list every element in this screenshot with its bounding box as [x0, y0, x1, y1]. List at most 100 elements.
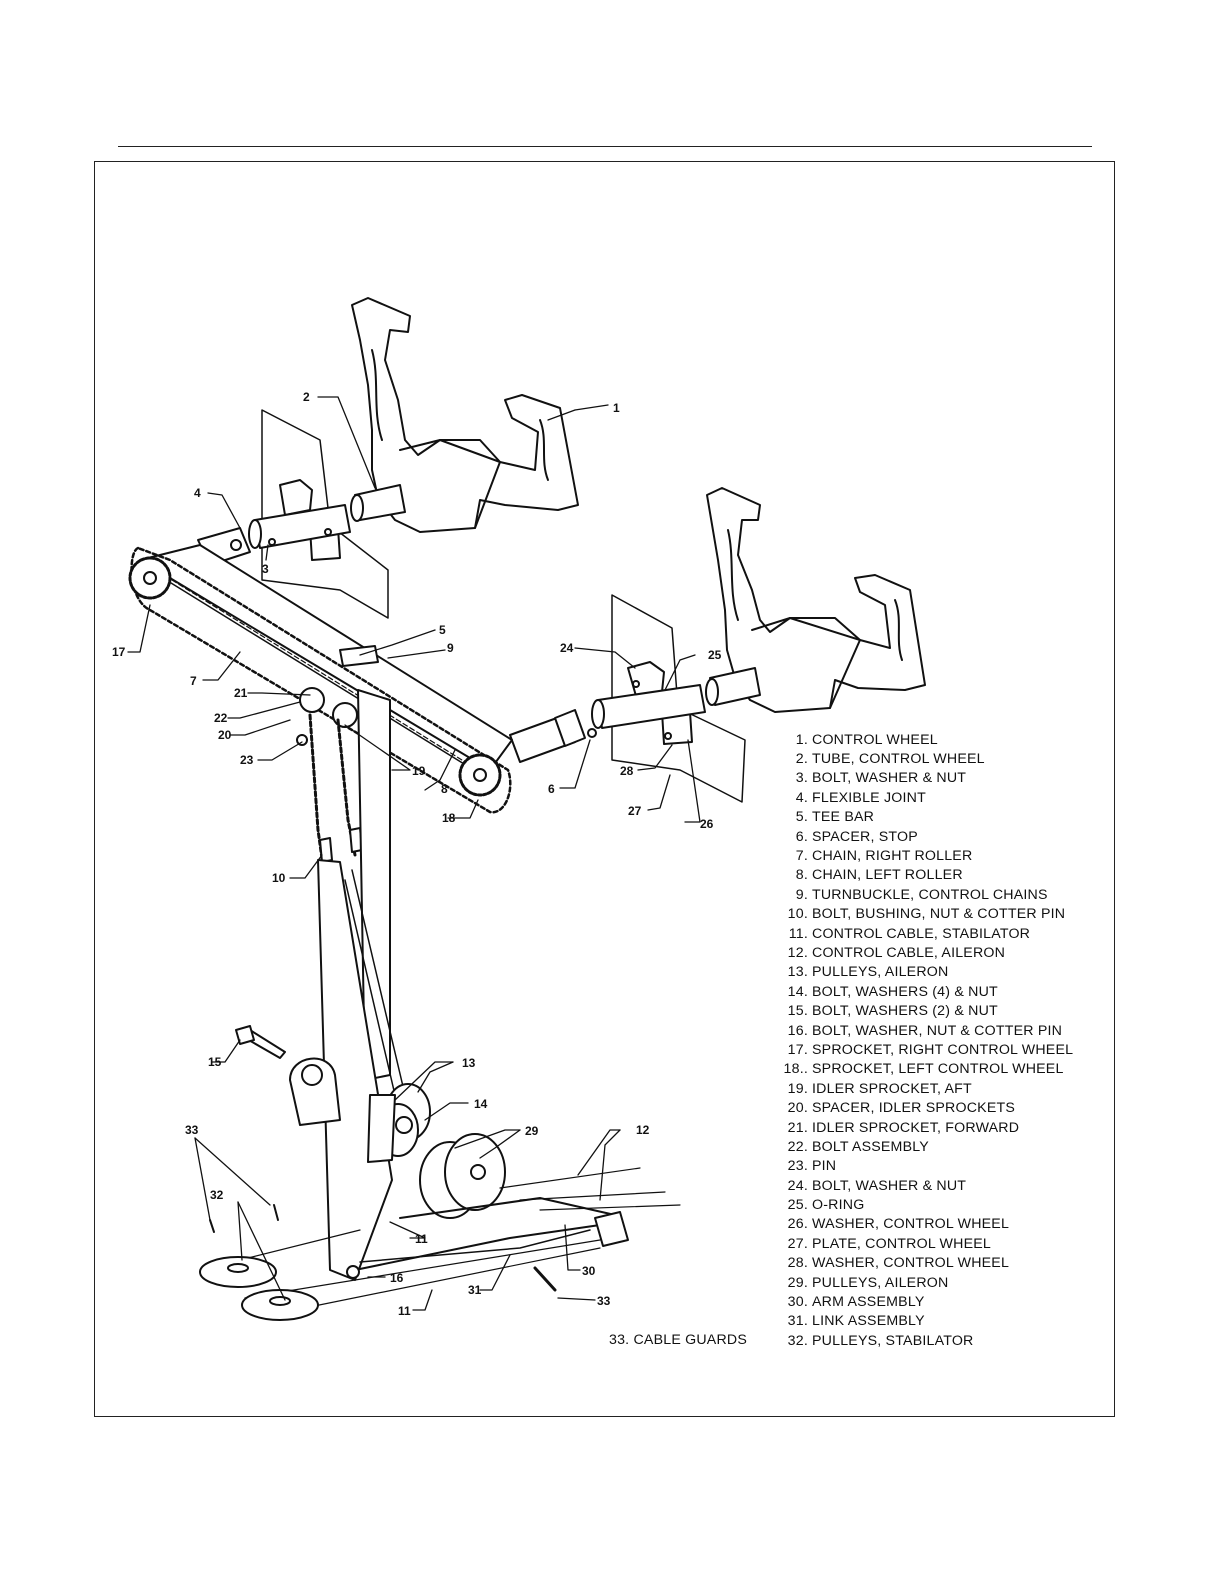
legend-item-number: 14. — [787, 983, 808, 1000]
legend-item: 2.TUBE, CONTROL WHEEL — [770, 749, 1110, 768]
legend-item-text: BOLT, WASHERS (2) & NUT — [812, 1003, 998, 1020]
legend-item-text: SPACER, STOP — [812, 828, 918, 845]
legend-item: 30.ARM ASSEMBLY — [770, 1292, 1110, 1311]
callout-17: 17 — [112, 645, 126, 659]
callout-22: 22 — [214, 711, 228, 725]
legend-item-number: 11. — [788, 925, 808, 942]
legend-item: 3.BOLT, WASHER & NUT — [770, 769, 1110, 788]
legend-item-number: 21. — [787, 1119, 808, 1136]
legend-item-text: BOLT, WASHERS (4) & NUT — [812, 983, 998, 1000]
tee-bar-assembly — [130, 544, 513, 814]
legend-item-33: 33. CABLE GUARDS — [609, 1332, 748, 1348]
callout-31: 31 — [468, 1283, 482, 1297]
callout-2: 2 — [303, 390, 310, 404]
legend-item: 15.BOLT, WASHERS (2) & NUT — [770, 1001, 1110, 1020]
callout-18: 18 — [442, 811, 456, 825]
legend-item-text: PULLEYS, AILERON — [812, 1274, 949, 1291]
legend-item-number: 3. — [795, 770, 808, 787]
legend-item: 29.PULLEYS, AILERON — [770, 1273, 1110, 1292]
callout-3: 3 — [262, 562, 269, 576]
legend-item-number: 27. — [787, 1235, 808, 1252]
callout-25: 25 — [708, 648, 722, 662]
legend-item-number: 16. — [787, 1022, 808, 1039]
callout-7: 7 — [190, 674, 197, 688]
legend-item-text: O-RING — [812, 1197, 865, 1214]
legend-item-number: 24. — [787, 1177, 808, 1194]
legend-item: 24.BOLT, WASHER & NUT — [770, 1176, 1110, 1195]
legend-item-number: 6. — [795, 828, 808, 845]
legend-item-number: 1. — [795, 731, 808, 748]
callout-16: 16 — [390, 1271, 404, 1285]
legend-item: 25.O-RING — [770, 1195, 1110, 1214]
callout-leaders — [127, 396, 701, 1311]
callout-10: 10 — [272, 871, 286, 885]
flexible-joint-right — [509, 709, 597, 763]
legend-item-text: TEE BAR — [812, 809, 875, 826]
legend-item-number: 15. — [787, 1003, 808, 1020]
legend-item: 13.PULLEYS, AILERON — [770, 963, 1110, 982]
legend-item: 19.IDLER SPROCKET, AFT — [770, 1079, 1110, 1098]
legend-item-number: 29. — [787, 1274, 808, 1291]
callout-26: 26 — [700, 817, 714, 831]
legend-item-text: FLEXIBLE JOINT — [812, 789, 926, 806]
legend-item: 21.IDLER SPROCKET, FORWARD — [770, 1118, 1110, 1137]
legend-item-text: SPROCKET, LEFT CONTROL WHEEL — [812, 1061, 1064, 1078]
legend-item: 17.SPROCKET, RIGHT CONTROL WHEEL — [770, 1040, 1110, 1059]
legend-item: 1.CONTROL WHEEL — [770, 730, 1110, 749]
cable-guards — [209, 1204, 279, 1233]
legend-item-number: 26. — [787, 1216, 808, 1233]
legend-item: 22.BOLT ASSEMBLY — [770, 1137, 1110, 1156]
callout-32: 32 — [210, 1188, 224, 1202]
callout-19: 19 — [412, 764, 426, 778]
legend-item-text: BOLT, WASHER, NUT & COTTER PIN — [812, 1022, 1063, 1039]
legend-item-text: BOLT ASSEMBLY — [812, 1138, 929, 1155]
legend-item-text: BOLT, WASHER & NUT — [812, 1177, 967, 1194]
legend-item-number: 4. — [795, 789, 808, 806]
legend-item: 20.SPACER, IDLER SPROCKETS — [770, 1098, 1110, 1117]
legend-item-text: CHAIN, RIGHT ROLLER — [812, 848, 973, 865]
legend-item-number: 23. — [787, 1158, 808, 1175]
legend-item-number: 12. — [787, 944, 808, 961]
legend-item-number: 10. — [787, 906, 808, 923]
legend-item: 11.CONTROL CABLE, STABILATOR — [770, 924, 1110, 943]
callout-20: 20 — [218, 728, 232, 742]
legend-item: 6.SPACER, STOP — [770, 827, 1110, 846]
callout-33a: 33 — [185, 1123, 199, 1137]
legend-item-text: TUBE, CONTROL WHEEL — [812, 751, 985, 768]
legend-item-text: CONTROL CABLE, STABILATOR — [812, 925, 1031, 942]
bolt-item-15 — [235, 1025, 286, 1059]
legend-item-text: SPACER, IDLER SPROCKETS — [812, 1100, 1016, 1117]
callout-8: 8 — [441, 782, 448, 796]
legend-item-number: 25. — [787, 1197, 808, 1214]
legend-item: 32.PULLEYS, STABILATOR — [770, 1331, 1110, 1350]
legend-item-number: 2. — [795, 751, 808, 768]
legend-item-text: TURNBUCKLE, CONTROL CHAINS — [812, 886, 1048, 903]
legend-item-number: 22. — [787, 1138, 808, 1155]
legend-item-text: PULLEYS, STABILATOR — [812, 1332, 974, 1349]
callout-9: 9 — [447, 641, 454, 655]
legend-item: 26.WASHER, CONTROL WHEEL — [770, 1215, 1110, 1234]
stabilator-pulleys — [199, 1256, 319, 1321]
figure-frame — [94, 161, 1115, 1417]
legend-item-text: SPROCKET, RIGHT CONTROL WHEEL — [812, 1041, 1074, 1058]
callout-11a: 11 — [415, 1232, 428, 1246]
callout-15: 15 — [208, 1055, 222, 1069]
legend-item: 5.TEE BAR — [770, 808, 1110, 827]
callout-28: 28 — [620, 764, 634, 778]
legend-item: 8.CHAIN, LEFT ROLLER — [770, 866, 1110, 885]
control-column — [317, 689, 406, 1281]
callout-29: 29 — [525, 1124, 539, 1138]
legend-item: 10.BOLT, BUSHING, NUT & COTTER PIN — [770, 905, 1110, 924]
legend-item: 27.PLATE, CONTROL WHEEL — [770, 1234, 1110, 1253]
callout-4: 4 — [194, 486, 201, 500]
legend-item-number: 8. — [795, 867, 808, 884]
legend-item-number: 31. — [787, 1313, 808, 1330]
legend-item-text: PIN — [812, 1158, 837, 1175]
left-wheel-tube — [350, 484, 406, 522]
callout-24: 24 — [560, 641, 574, 655]
callout-1: 1 — [613, 401, 620, 415]
legend-item-text: BOLT, WASHER & NUT — [812, 770, 967, 787]
aileron-pulleys — [289, 1057, 506, 1219]
legend-item-number: 19. — [787, 1080, 808, 1097]
